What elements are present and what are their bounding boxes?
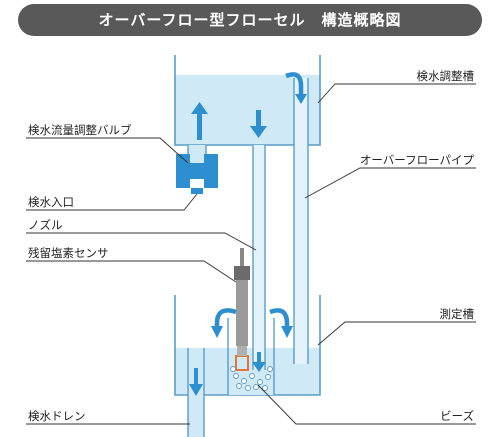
overflow-pipe xyxy=(293,78,309,364)
flow-arrows xyxy=(189,72,307,396)
bead xyxy=(230,366,236,372)
beads xyxy=(230,366,273,391)
label-nozzle: ノズル xyxy=(28,218,63,232)
bead xyxy=(245,385,251,391)
sensor-cable xyxy=(240,248,244,270)
bead xyxy=(265,374,271,380)
arrow-drain-down-head xyxy=(189,384,203,396)
bead xyxy=(249,373,255,379)
arrow-inlet-up-head xyxy=(191,102,208,114)
arrow-tank-down-shaft xyxy=(256,110,261,128)
valve-outlet xyxy=(191,188,203,194)
sensor-tip xyxy=(237,346,247,356)
arrow-overflow-head xyxy=(295,94,307,104)
label-sample-inlet: 検水入口 xyxy=(28,195,74,209)
bead xyxy=(241,378,247,384)
leader-adjust-tank xyxy=(317,83,476,104)
label-measure-tank: 測定槽 xyxy=(440,307,475,321)
valve-flange-left xyxy=(176,154,190,188)
arrow-nozzle-down-head xyxy=(252,362,266,372)
arrow-tank-down-head xyxy=(250,126,267,138)
label-beads: ビーズ xyxy=(440,409,474,423)
bead xyxy=(267,366,273,372)
arrow-chamber-left-head xyxy=(211,326,223,338)
leader-lines xyxy=(26,83,476,425)
leader-sample-inlet xyxy=(26,193,198,211)
bead xyxy=(257,379,263,385)
label-flow-valve: 検水流量調整バルブ xyxy=(28,123,132,137)
nozzle-inner xyxy=(253,145,265,370)
bead xyxy=(262,385,268,391)
arrow-nozzle-down-shaft xyxy=(257,352,261,364)
label-adjust-tank: 検水調整槽 xyxy=(417,69,475,83)
overflow-pipe-inner xyxy=(294,78,308,364)
leader-flow-valve xyxy=(26,137,189,164)
arrow-chamber-right-head xyxy=(281,326,293,338)
flow-valve xyxy=(176,154,218,194)
leader-beads xyxy=(257,384,476,425)
arrow-inlet-up-shaft xyxy=(197,112,202,140)
bead xyxy=(253,384,259,390)
arrow-drain-down-shaft xyxy=(194,368,198,386)
page-title: オーバーフロー型フローセル 構造概略図 xyxy=(18,4,482,36)
bead xyxy=(233,373,239,379)
label-chlorine-sensor: 残留塩素センサ xyxy=(28,246,109,260)
valve-body xyxy=(190,163,204,179)
label-overflow-pipe: オーバーフローパイプ xyxy=(360,153,475,167)
sensor-chamber-wall xyxy=(227,318,275,395)
adjust-tank-wall xyxy=(174,55,321,146)
bead xyxy=(236,383,242,389)
sensor-body xyxy=(236,280,248,346)
nozzle-wall xyxy=(252,145,266,370)
leader-nozzle xyxy=(26,232,257,251)
drain-pipe-wall xyxy=(187,348,205,437)
valve-flange-right xyxy=(204,154,218,188)
arrow-chamber-right-shaft xyxy=(269,308,290,328)
chlorine-sensor xyxy=(234,248,250,371)
overflow-pipe-wall xyxy=(293,78,309,364)
sensor-cap xyxy=(234,266,250,280)
sensor-chamber xyxy=(227,318,275,395)
arrow-chamber-left-shaft xyxy=(214,308,237,328)
nozzle xyxy=(252,145,266,370)
arrow-overflow-shaft xyxy=(285,72,304,96)
labels: 検水調整槽 検水流量調整バルブ オーバーフローパイプ 検水入口 ノズル 残留塩素… xyxy=(28,69,474,423)
label-drain: 検水ドレン xyxy=(28,409,86,423)
leader-chlorine-sensor xyxy=(26,260,237,283)
leader-overflow-pipe xyxy=(304,167,476,199)
leader-measure-tank xyxy=(317,321,476,346)
